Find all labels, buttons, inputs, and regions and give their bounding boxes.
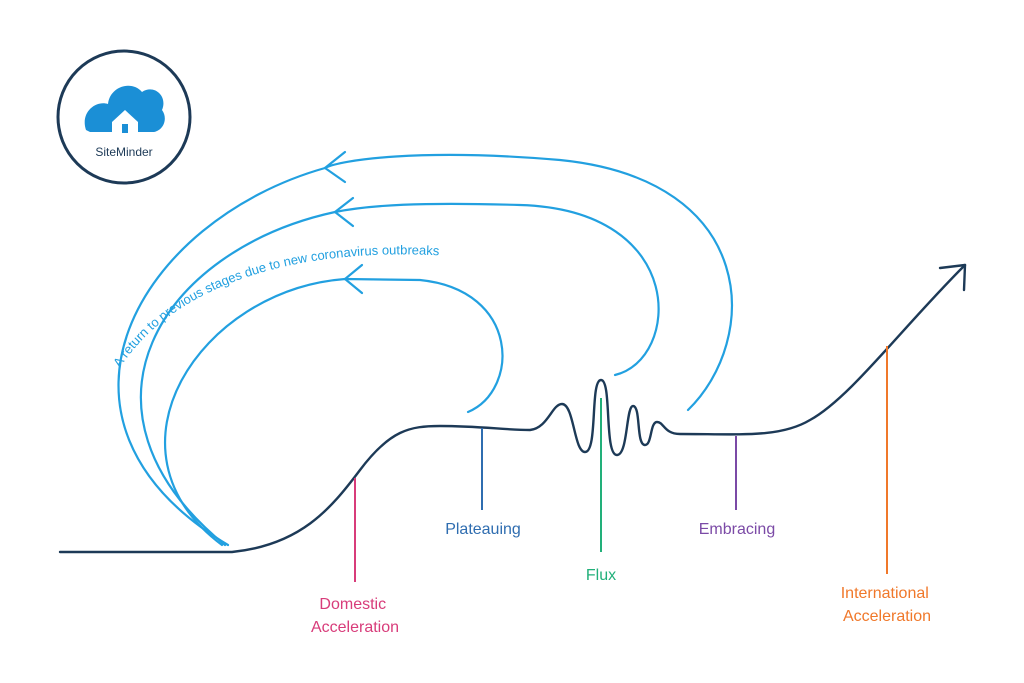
logo-wordmark: SiteMinder [95, 145, 152, 159]
arrowhead-middle [333, 196, 355, 228]
stage-international: International Acceleration [841, 346, 934, 625]
return-arc-inner [164, 277, 504, 547]
stage-embracing: Embracing [699, 436, 775, 538]
main-curve [58, 263, 967, 554]
label-domestic: Domestic Acceleration [311, 596, 399, 636]
stage-flux: Flux [586, 398, 616, 584]
return-caption: A return to previous stages due to new c… [110, 242, 440, 369]
label-embracing-line1: Embracing [699, 521, 775, 538]
label-international-line2: Acceleration [843, 608, 931, 625]
label-plateauing-line1: Plateauing [445, 521, 521, 538]
stage-domestic: Domestic Acceleration [311, 478, 399, 636]
label-plateauing: Plateauing [445, 521, 521, 538]
label-international-line1: International [841, 585, 929, 602]
return-arc-middle [139, 202, 660, 547]
siteminder-logo: SiteMinder [56, 49, 192, 185]
label-domestic-line1: Domestic [319, 596, 386, 613]
label-flux: Flux [586, 567, 616, 584]
main-curve-group [58, 263, 967, 554]
arrowhead-inner [343, 263, 364, 295]
return-caption-path: A return to previous stages due to new c… [110, 242, 440, 369]
arrowhead-outer [323, 150, 347, 184]
label-domestic-line2: Acceleration [311, 619, 399, 636]
stage-plateauing: Plateauing [445, 428, 521, 538]
return-arcs [117, 150, 733, 547]
label-international: International Acceleration [841, 585, 934, 625]
main-curve-arrowhead [938, 263, 967, 292]
return-arc-outer [117, 153, 733, 547]
label-flux-line1: Flux [586, 567, 616, 584]
cloud-house-icon [84, 85, 165, 133]
label-embracing: Embracing [699, 521, 775, 538]
